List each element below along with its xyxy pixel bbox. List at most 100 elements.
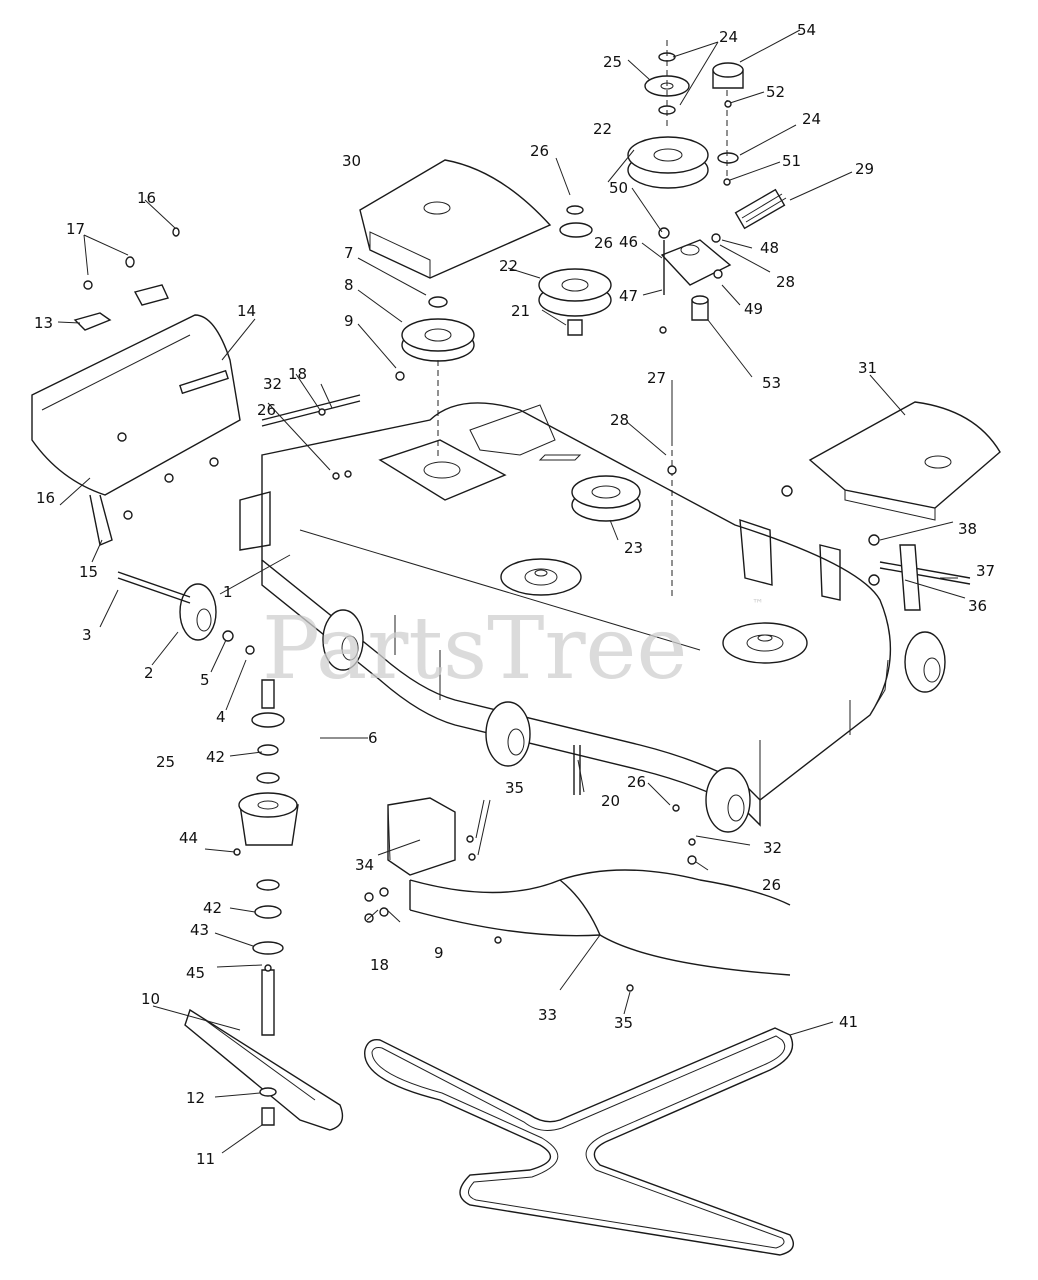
callout-45[interactable]: 45 (186, 964, 205, 982)
callout-50[interactable]: 50 (609, 179, 628, 197)
gauge-wheel-front (485, 701, 531, 767)
belt-41 (364, 1027, 794, 1256)
bumper-54 (712, 62, 744, 89)
rod-3 (117, 571, 191, 604)
callout-35[interactable]: 35 (614, 1014, 633, 1032)
callout-labels: 1 2 3 4 5 6 7 8 9 9 10 11 12 13 14 15 16… (34, 21, 995, 1168)
callout-42[interactable]: 42 (203, 899, 222, 917)
link-36 (899, 544, 921, 611)
watermark-trademark: ™ (752, 597, 764, 611)
idler-pulley-23 (571, 475, 641, 522)
callout-25[interactable]: 25 (603, 53, 622, 71)
idler-arm-46 (660, 239, 732, 295)
callout-49[interactable]: 49 (744, 300, 763, 318)
callout-52[interactable]: 52 (766, 83, 785, 101)
belt-cover-30 (359, 159, 552, 279)
callout-11[interactable]: 11 (196, 1150, 215, 1168)
callout-10[interactable]: 10 (141, 990, 160, 1008)
callout-5[interactable]: 5 (200, 671, 210, 689)
callout-37[interactable]: 37 (976, 562, 995, 580)
callout-28[interactable]: 28 (776, 273, 795, 291)
bracket-34 (387, 797, 456, 876)
callout-14[interactable]: 14 (237, 302, 256, 320)
spacer-53 (691, 295, 709, 321)
callout-18[interactable]: 18 (288, 365, 307, 383)
spring-29 (734, 188, 787, 230)
adjuster-rod-32 (261, 394, 361, 427)
callout-33[interactable]: 33 (538, 1006, 557, 1024)
spindle-assembly (238, 679, 299, 1036)
callout-16[interactable]: 16 (36, 489, 55, 507)
callout-24[interactable]: 24 (719, 28, 738, 46)
callout-41[interactable]: 41 (839, 1013, 858, 1031)
callout-48[interactable]: 48 (760, 239, 779, 257)
callout-16[interactable]: 16 (137, 189, 156, 207)
leader-lines (57, 29, 966, 1154)
callout-43[interactable]: 43 (190, 921, 209, 939)
gauge-wheel-right-front (705, 767, 751, 833)
callout-4[interactable]: 4 (216, 708, 226, 726)
callout-29[interactable]: 29 (855, 160, 874, 178)
callout-24[interactable]: 24 (802, 110, 821, 128)
callout-9[interactable]: 9 (434, 944, 444, 962)
gauge-wheel-right (904, 631, 946, 693)
callout-12[interactable]: 12 (186, 1089, 205, 1107)
callout-44[interactable]: 44 (179, 829, 198, 847)
callout-26[interactable]: 26 (762, 876, 781, 894)
callout-26[interactable]: 26 (594, 234, 613, 252)
pulley-22-mid (538, 205, 612, 336)
callout-8[interactable]: 8 (344, 276, 354, 294)
pin-20 (573, 745, 581, 795)
watermark-text: PartsTree (262, 599, 687, 699)
callout-28[interactable]: 28 (610, 411, 629, 429)
belt-cover-31 (808, 401, 1001, 521)
callout-17[interactable]: 17 (66, 220, 85, 238)
baffle-33 (409, 869, 791, 976)
pulley-center (500, 558, 582, 596)
upper-pulley-22 (627, 136, 709, 189)
callout-25[interactable]: 25 (156, 753, 175, 771)
callout-38[interactable]: 38 (958, 520, 977, 538)
callout-31[interactable]: 31 (858, 359, 877, 377)
callout-35[interactable]: 35 (505, 779, 524, 797)
callout-26[interactable]: 26 (627, 773, 646, 791)
bracket-13 (73, 284, 169, 331)
callout-36[interactable]: 36 (968, 597, 987, 615)
callout-32[interactable]: 32 (763, 839, 782, 857)
hardware (83, 100, 880, 992)
callout-22[interactable]: 22 (499, 257, 518, 275)
blade-10 (184, 1008, 344, 1131)
callout-1[interactable]: 1 (223, 583, 233, 601)
callout-30[interactable]: 30 (342, 152, 361, 170)
callout-2[interactable]: 2 (144, 664, 154, 682)
callout-34[interactable]: 34 (355, 856, 374, 874)
gauge-wheel-2 (179, 583, 217, 641)
callout-6[interactable]: 6 (368, 729, 378, 747)
callout-21[interactable]: 21 (511, 302, 530, 320)
callout-26[interactable]: 26 (257, 401, 276, 419)
gauge-wheel-left-rear (322, 609, 364, 671)
callout-3[interactable]: 3 (82, 626, 92, 644)
callout-32[interactable]: 32 (263, 375, 282, 393)
callout-7[interactable]: 7 (344, 244, 354, 262)
callout-51[interactable]: 51 (782, 152, 801, 170)
callout-26[interactable]: 26 (530, 142, 549, 160)
callout-46[interactable]: 46 (619, 233, 638, 251)
rod-37 (879, 561, 971, 585)
callout-9[interactable]: 9 (344, 312, 354, 330)
callout-15[interactable]: 15 (79, 563, 98, 581)
callout-22[interactable]: 22 (593, 120, 612, 138)
callout-54[interactable]: 54 (797, 21, 816, 39)
deflector-14 (31, 314, 241, 546)
callout-23[interactable]: 23 (624, 539, 643, 557)
callout-53[interactable]: 53 (762, 374, 781, 392)
mower-deck (239, 402, 892, 827)
callout-27[interactable]: 27 (647, 369, 666, 387)
callout-18[interactable]: 18 (370, 956, 389, 974)
callout-47[interactable]: 47 (619, 287, 638, 305)
pulley-right (722, 622, 808, 664)
callout-20[interactable]: 20 (601, 792, 620, 810)
callout-13[interactable]: 13 (34, 314, 53, 332)
callout-42[interactable]: 42 (206, 748, 225, 766)
